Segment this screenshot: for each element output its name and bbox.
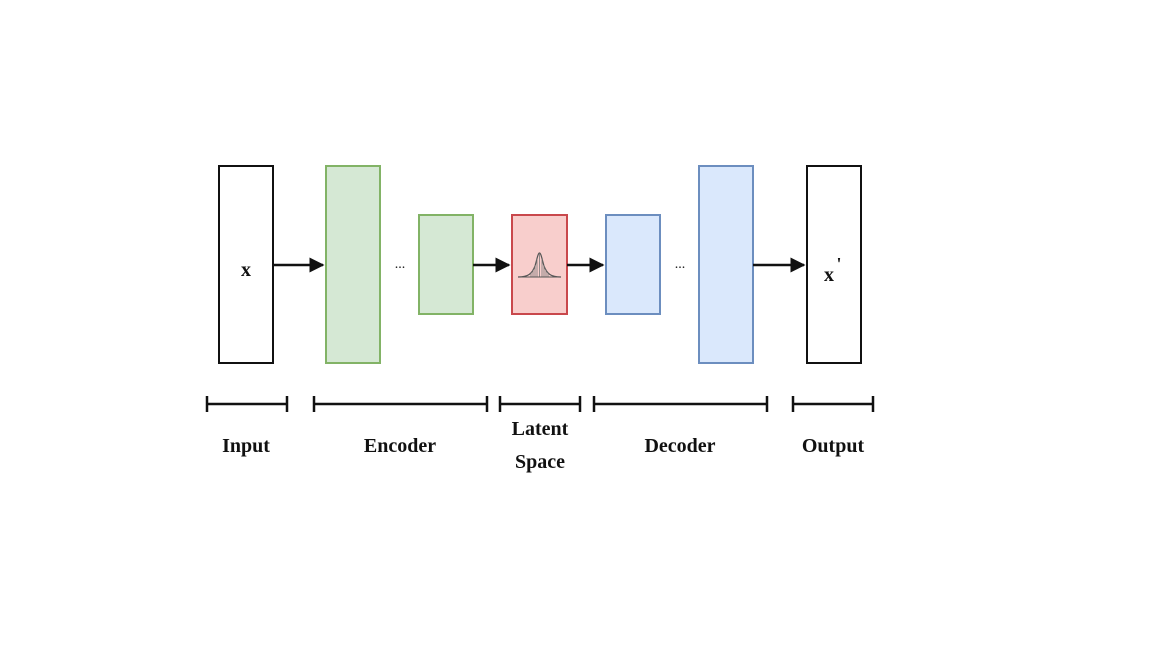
gaussian-distribution-icon <box>517 252 562 278</box>
output-block <box>806 165 862 364</box>
output-bracket <box>791 396 875 412</box>
decoder-ellipsis: ... <box>675 257 686 272</box>
decoder-bracket <box>592 396 769 412</box>
input-block <box>218 165 274 364</box>
latent-bracket <box>498 396 582 412</box>
section-label-input: Input <box>222 435 270 457</box>
section-label-latent-line2: Space <box>515 451 565 473</box>
section-label-output: Output <box>802 435 865 457</box>
input-symbol: x <box>241 259 251 281</box>
output-prime: ' <box>836 254 841 274</box>
output-symbol: x <box>824 264 834 286</box>
encoder-bracket <box>312 396 489 412</box>
section-label-latent-line1: Latent <box>512 418 569 440</box>
encoder-layer-2 <box>418 214 474 315</box>
section-label-encoder: Encoder <box>364 435 436 457</box>
decoder-layer-2 <box>698 165 754 364</box>
section-label-decoder: Decoder <box>644 435 715 457</box>
input-bracket <box>205 396 289 412</box>
encoder-ellipsis: ... <box>395 257 406 272</box>
decoder-layer-1 <box>605 214 661 315</box>
encoder-layer-1 <box>325 165 381 364</box>
